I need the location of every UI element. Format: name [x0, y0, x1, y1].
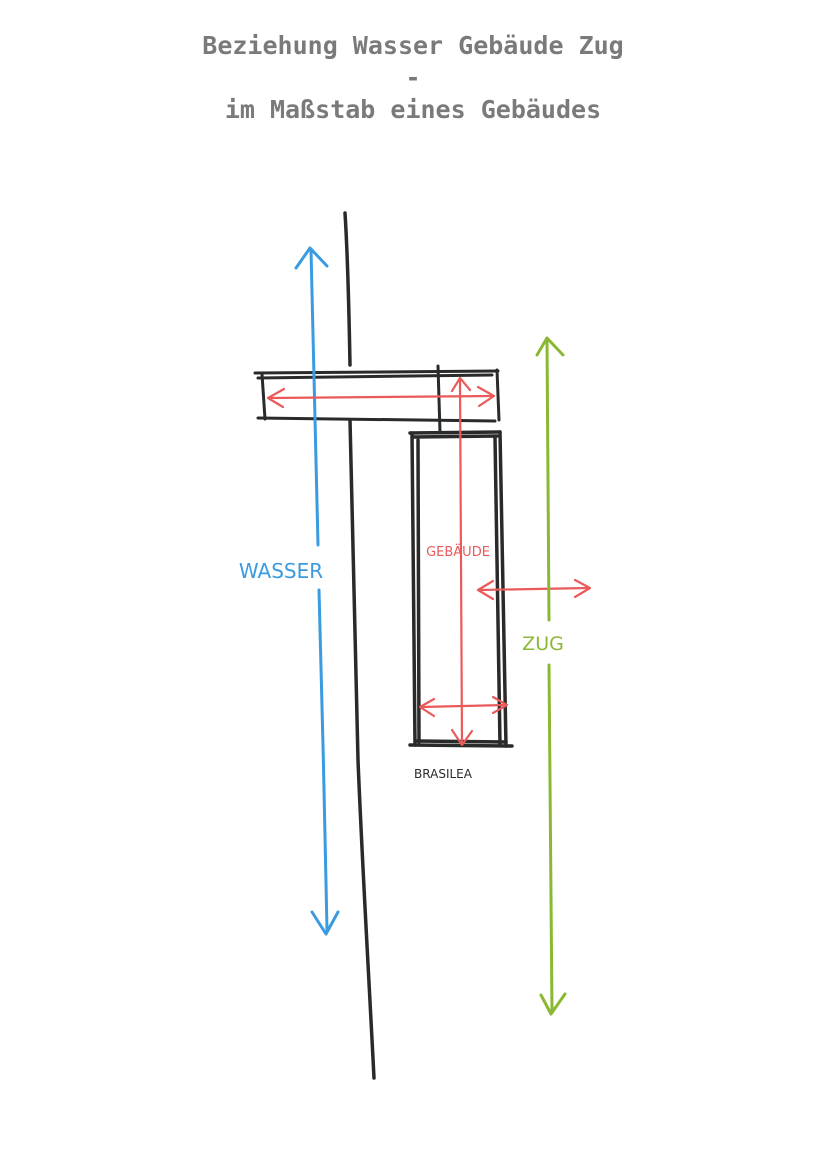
title-line-1: Beziehung Wasser Gebäude Zug — [202, 31, 624, 60]
train-arrow — [535, 336, 567, 1016]
water-label: WASSER — [239, 559, 323, 583]
water-arrow — [294, 246, 340, 936]
title-line-2: im Maßstab eines Gebäudes — [224, 95, 602, 124]
building-name-label: BRASILEA — [414, 767, 473, 781]
river-bank-line — [343, 211, 376, 1080]
train-label: ZUG — [522, 633, 564, 655]
building-label: GEBÄUDE — [426, 544, 490, 560]
title-separator: - — [405, 63, 421, 92]
building-slab — [253, 364, 501, 434]
title-block: Beziehung Wasser Gebäude Zug - im Maßsta… — [0, 30, 826, 126]
building-arrows — [266, 376, 592, 747]
